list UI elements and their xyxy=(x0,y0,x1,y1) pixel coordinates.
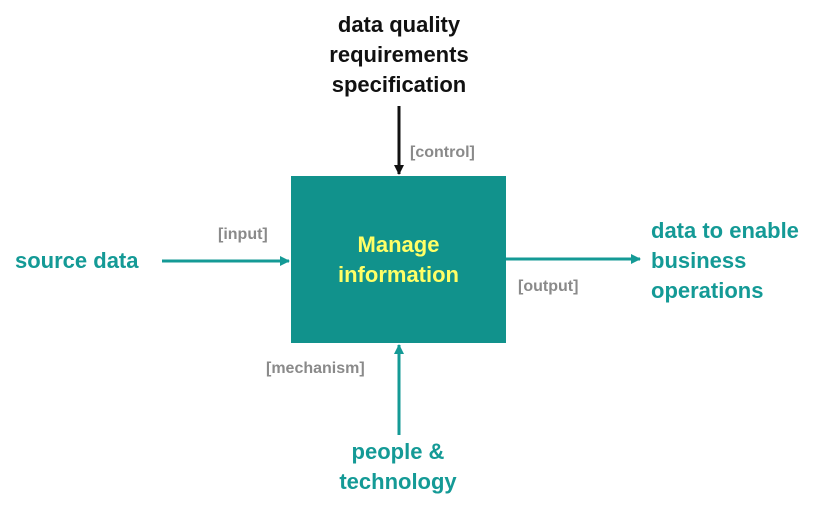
output-label: data to enable business operations xyxy=(651,216,799,306)
process-title: Manage information xyxy=(291,230,506,290)
process-title-line-2: information xyxy=(338,262,459,287)
output-label-line-1: data to enable xyxy=(651,218,799,243)
input-role-label: [input] xyxy=(218,226,268,243)
control-label-line-2: requirements xyxy=(329,42,469,67)
mechanism-label-line-1: people & xyxy=(351,439,445,464)
output-role-label: [output] xyxy=(518,278,579,295)
output-label-line-2: business xyxy=(651,248,747,273)
control-label-line-3: specification xyxy=(331,72,467,97)
control-role-label: [control] xyxy=(410,144,475,161)
mechanism-role-label: [mechanism] xyxy=(266,360,365,377)
process-title-line-1: Manage xyxy=(357,232,440,257)
process-box xyxy=(291,176,506,343)
output-label-line-3: operations xyxy=(651,278,764,303)
input-label: source data xyxy=(15,248,139,273)
control-label-line-1: data quality xyxy=(337,12,461,37)
mechanism-label-line-2: technology xyxy=(339,469,457,494)
control-label: data quality requirements specification xyxy=(299,10,499,100)
mechanism-label: people & technology xyxy=(298,437,498,497)
